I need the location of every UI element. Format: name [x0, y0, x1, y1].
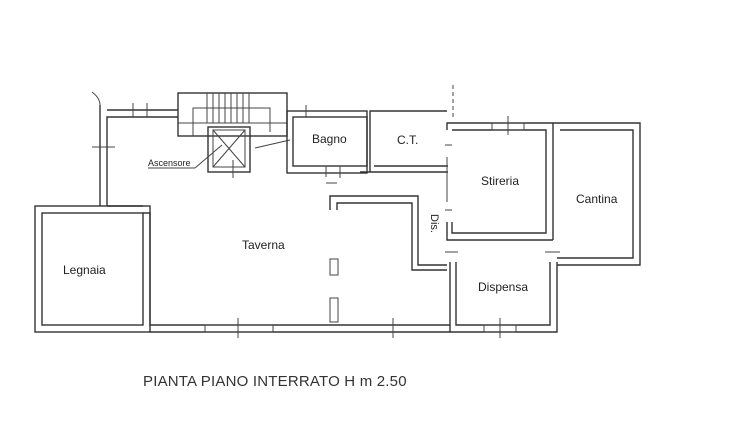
staircase	[177, 92, 288, 137]
room-label-dis: Dis.	[428, 214, 440, 233]
dispensa-walls	[445, 251, 560, 338]
dis-corridor-walls	[329, 144, 452, 323]
elevator-label: Ascensore	[148, 158, 191, 168]
room-label-bagno: Bagno	[312, 132, 347, 146]
room-label-stireria: Stireria	[481, 174, 520, 188]
plan-caption: PIANTA PIANO INTERRATO H m 2.50	[143, 373, 407, 390]
room-label-legnaia: Legnaia	[63, 263, 106, 277]
stireria-walls	[446, 116, 554, 241]
room-label-taverna: Taverna	[242, 238, 285, 252]
room-label-cantina: Cantina	[576, 192, 618, 206]
elevator-shaft	[148, 126, 291, 178]
ct-walls	[360, 85, 454, 173]
cantina-walls	[553, 122, 641, 266]
room-label-ct: C.T.	[397, 133, 419, 147]
taverna-walls	[91, 91, 450, 338]
room-label-dispensa: Dispensa	[478, 280, 529, 294]
bagno-walls	[286, 105, 368, 184]
